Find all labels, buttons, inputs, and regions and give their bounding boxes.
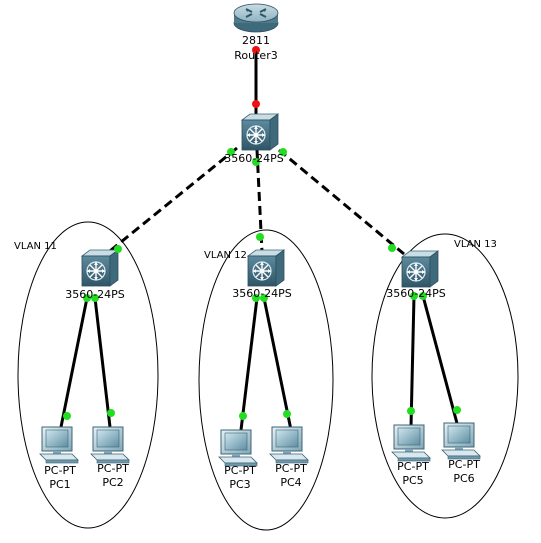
vlan-13-boundary [371,233,519,519]
pc2-model-label: PC-PT [97,462,129,475]
status-dot-up [252,294,260,302]
status-dot-up [107,409,115,417]
pc4-model-label: PC-PT [275,462,307,475]
status-dot-up [239,412,247,420]
pc6-model-label: PC-PT [448,458,480,471]
pc1-name-label: PC1 [49,478,70,491]
core-switch[interactable] [241,113,279,151]
link-sw13-pc5 [409,295,416,428]
status-dot-up [407,407,415,415]
status-dot-up [227,148,235,156]
link-core-vlan11 [99,146,238,261]
vlan-13-label: VLAN 13 [454,239,497,250]
status-dot-up [252,158,260,166]
vlan12-switch-label: 3560-24PS [232,287,292,300]
vlan-11-boundary [17,221,159,529]
pc1-model-label: PC-PT [44,464,76,477]
core-switch-label: 3560-24PS [224,152,284,165]
vlan-12-boundary [198,229,334,531]
router-3[interactable] [233,3,279,33]
status-dot-up [283,410,291,418]
pc6-name-label: PC6 [453,472,474,485]
status-dot-up [410,292,418,300]
link-sw11-pc1 [59,297,89,428]
pc2-name-label: PC2 [102,476,123,489]
status-dot-up [419,292,427,300]
vlan12-switch[interactable] [247,249,285,287]
link-core-vlan13 [278,148,405,256]
pc3-model-label: PC-PT [224,464,256,477]
status-dot-up [388,244,396,252]
pc1[interactable] [39,426,79,464]
status-dot-up [114,245,122,253]
status-dot-up [279,148,287,156]
pc4[interactable] [269,426,309,464]
status-dot-up [83,294,91,302]
status-dot-up [91,294,99,302]
vlan11-switch-label: 3560-24PS [65,288,125,301]
router-name-label: Router3 [234,49,277,62]
status-dot-up [63,412,71,420]
router-model-label: 2811 [242,34,270,47]
pc4-name-label: PC4 [280,476,301,489]
link-sw12-pc3 [239,297,259,431]
status-dot-up [260,294,268,302]
link-sw13-pc6 [421,295,460,428]
pc5-model-label: PC-PT [397,460,429,473]
status-dot-up [256,233,264,241]
pc3[interactable] [218,429,258,467]
link-sw11-pc2 [93,297,112,428]
links [59,50,460,431]
vlan13-switch-label: 3560-24PS [386,287,446,300]
vlan-12-label: VLAN 12 [204,250,247,261]
vlan-11-label: VLAN 11 [14,241,57,252]
vlan11-switch[interactable] [81,249,119,287]
pc2[interactable] [90,426,130,464]
vlan13-switch[interactable] [401,250,439,288]
status-dot-down [252,46,260,54]
pc5-name-label: PC5 [402,474,423,487]
pc3-name-label: PC3 [229,478,250,491]
link-status-dots [63,46,461,420]
status-dot-down [252,100,260,108]
pc6[interactable] [441,422,481,460]
link-sw12-pc4 [262,297,293,431]
pc5[interactable] [391,424,431,462]
status-dot-up [453,406,461,414]
